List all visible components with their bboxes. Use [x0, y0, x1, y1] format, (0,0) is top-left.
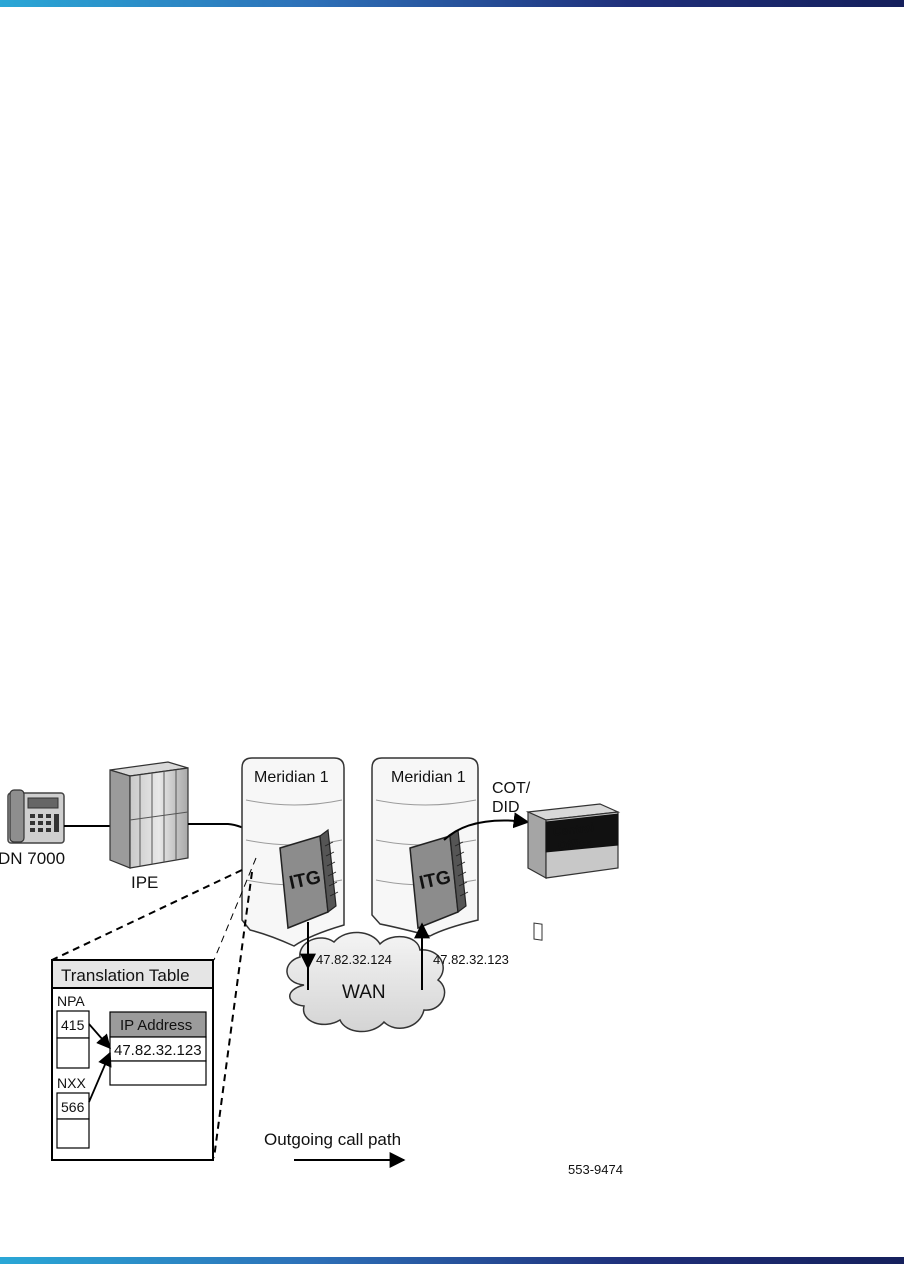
npa-value: 415 [61, 1017, 85, 1033]
nxx-to-ip-arrow [88, 1051, 112, 1103]
wan-label: WAN [342, 982, 386, 1003]
central-office-building-icon [525, 803, 621, 941]
ipe-label: IPE [131, 873, 158, 892]
legend-label: Outgoing call path [264, 1130, 401, 1149]
figure-id: 553-9474 [568, 1162, 623, 1177]
npa-to-ip-arrow [88, 1023, 111, 1050]
ip-left-label: 47.82.32.124 [316, 952, 392, 967]
meridian-right-label: Meridian 1 [391, 769, 466, 786]
central-office-label-line1: Central [552, 821, 595, 839]
callout-line-lower [213, 871, 253, 1159]
ipe-cabinet-icon [109, 761, 189, 869]
top-gradient-bar [0, 0, 904, 7]
ip-address-value: 47.82.32.123 [114, 1042, 202, 1059]
ip-address-header: IP Address [120, 1017, 192, 1034]
nxx-label: NXX [57, 1075, 86, 1091]
translation-table [51, 959, 214, 1161]
itg-card-left [279, 828, 339, 930]
bottom-gradient-bar [0, 1257, 904, 1264]
nxx-value: 566 [61, 1099, 85, 1115]
itg-call-path-diagram: DN 7000 IPE Meridian 1 [0, 757, 623, 1177]
ip-right-label: 47.82.32.123 [433, 952, 509, 967]
dn-label: DN 7000 [0, 849, 65, 868]
callout-line-thin [213, 857, 257, 961]
central-office-label-line2: Office [557, 835, 593, 853]
npa-label: NPA [57, 993, 85, 1009]
meridian-left-label: Meridian 1 [254, 769, 329, 786]
telephone-icon [7, 789, 65, 844]
itg-to-central-office-arrow [443, 812, 530, 841]
translation-table-title: Translation Table [61, 966, 190, 985]
wan-cloud [286, 931, 446, 1033]
cot-label-line1: COT/ [492, 780, 531, 797]
cot-label-line2: DID [492, 799, 520, 816]
